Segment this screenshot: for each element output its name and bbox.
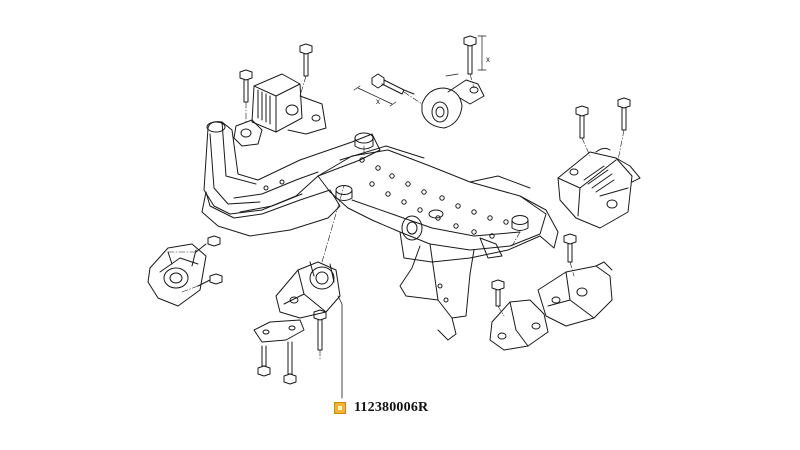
bolt-gearbox-2	[257, 345, 271, 377]
bolt-right-bracket-2	[491, 279, 505, 307]
torque-rod	[421, 79, 485, 129]
bolt-right-mount-2	[617, 97, 631, 131]
bolt-right-bracket-1	[563, 233, 577, 263]
bracket-lower-left	[253, 319, 305, 343]
bolt-left-bracket-2	[197, 273, 223, 287]
bolt-left-mount-1	[239, 69, 253, 103]
bolt-right-mount-1	[575, 105, 589, 139]
bolt-torque-rod-horizontal	[371, 73, 415, 95]
engine-mount-left	[233, 73, 327, 147]
bracket-right-lower	[489, 299, 549, 351]
assembly-lines	[165, 73, 625, 361]
bolt-torque-rod-vertical	[463, 35, 477, 75]
part-number[interactable]: 112380006R	[354, 400, 429, 415]
bolt-gearbox-3	[283, 341, 297, 385]
subframe	[201, 121, 559, 341]
bolt-gearbox-1	[313, 309, 327, 351]
axis-mark-1: x	[376, 97, 380, 106]
bolt-left-bracket-1	[195, 235, 221, 253]
reference-marker-icon[interactable]	[334, 402, 346, 414]
bracket-right	[537, 261, 613, 327]
leader-line	[337, 295, 343, 399]
bolt-left-mount-2	[299, 43, 313, 77]
bracket-left	[147, 243, 207, 307]
part-reference-label: 112380006R	[334, 398, 428, 418]
axis-mark-2: x	[486, 55, 490, 64]
engine-mount-right	[557, 147, 641, 229]
dimension-marks	[353, 35, 487, 107]
gearbox-mount-lower	[275, 261, 341, 319]
